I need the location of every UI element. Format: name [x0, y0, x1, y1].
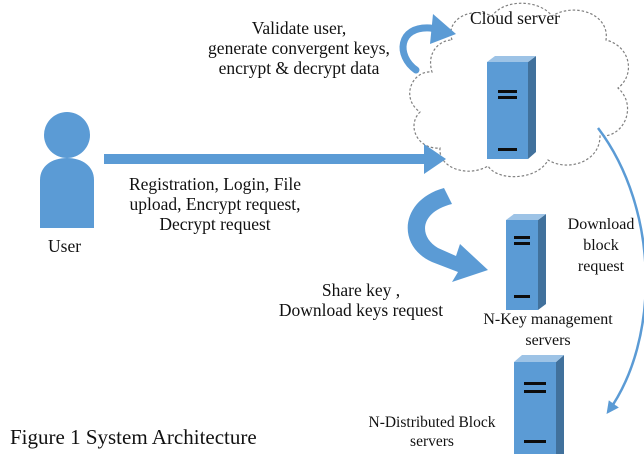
user-icon: [40, 112, 94, 228]
cloud-self-loop-arrow: [399, 24, 444, 74]
user-to-cloud-arrow-shaft: [104, 154, 426, 164]
block-server-icon: [514, 355, 564, 454]
cloud-to-key-servers-arrow: [407, 188, 488, 282]
cloud-server-icon: [487, 56, 536, 159]
user-label: User: [48, 236, 82, 256]
key-server-icon: [506, 214, 546, 310]
figure-caption: Figure 1 System Architecture: [10, 425, 257, 449]
user-requests-label: Registration, Login, File upload, Encryp…: [128, 174, 302, 234]
distributed-block-servers-label: N-Distributed Block servers: [368, 414, 496, 450]
cloud-to-block-servers-arrow: [597, 127, 644, 415]
cloud-server-label: Cloud server: [470, 8, 560, 28]
cloud-self-loop-arrowhead: [430, 14, 456, 44]
cloud-actions-label: Validate user, generate convergent keys,…: [208, 18, 390, 78]
user-to-cloud-arrowhead: [424, 144, 446, 174]
download-block-request-label: Download block request: [567, 216, 635, 275]
share-key-request-label: Share key , Download keys request: [278, 280, 444, 320]
key-management-servers-label: N-Key management servers: [483, 311, 613, 349]
